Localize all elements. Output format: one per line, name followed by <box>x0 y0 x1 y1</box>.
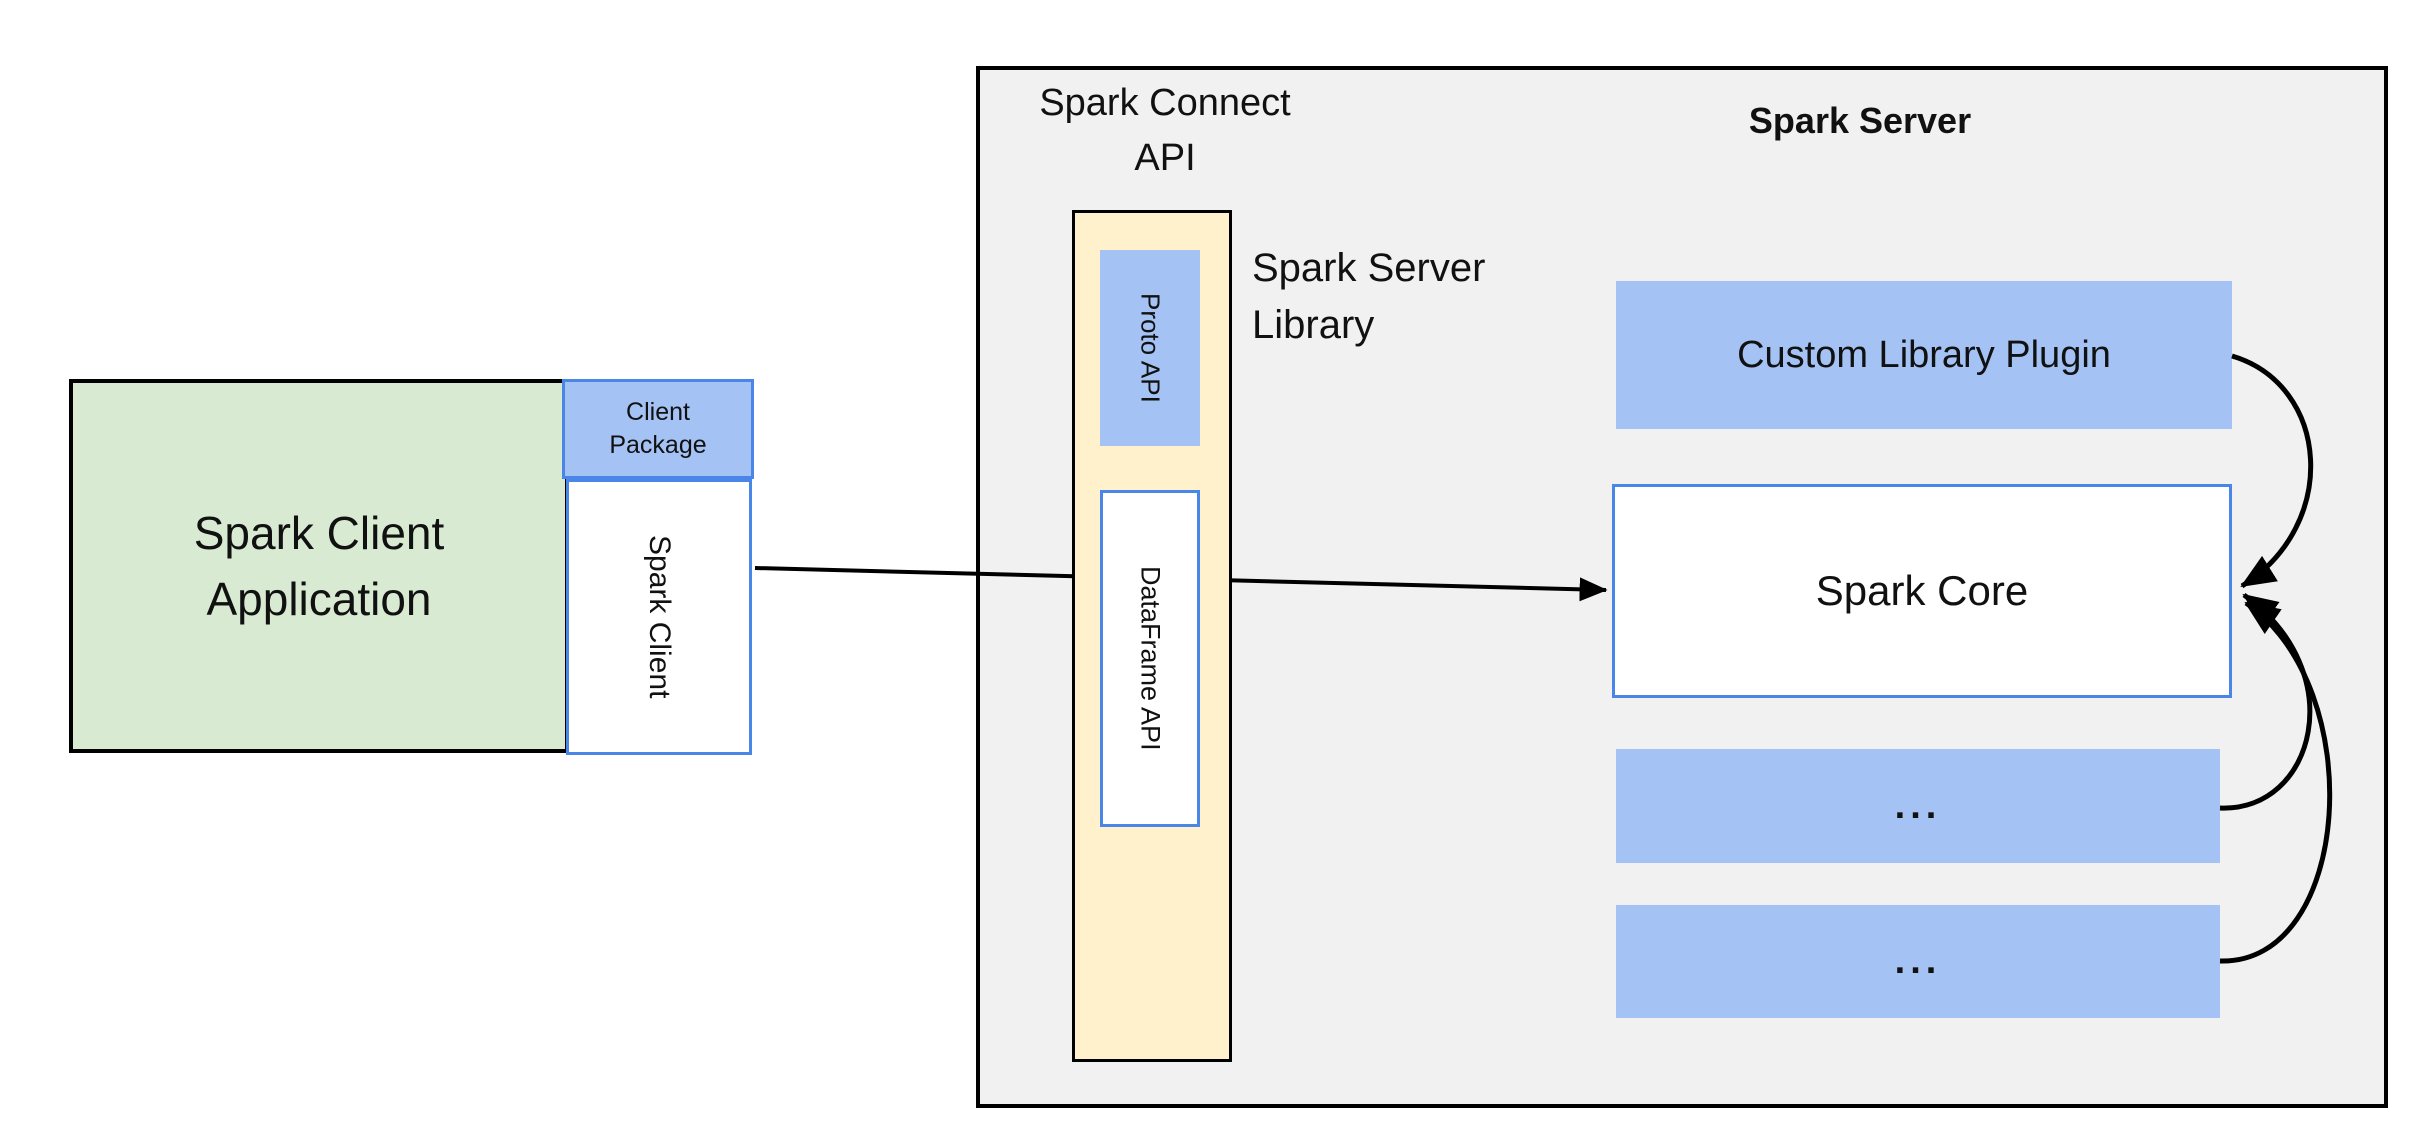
more-plugins-label-2: ... <box>1894 940 1942 982</box>
spark-client-application-label-line2: Application <box>206 573 432 625</box>
spark-client-box: Spark Client <box>566 479 752 755</box>
spark-server-title: Spark Server <box>1748 100 1972 141</box>
custom-library-plugin-box: Custom Library Plugin <box>1616 281 2232 429</box>
spark-server-library-label: Spark Server Library <box>1252 240 1582 354</box>
spark-server-library-label-line1: Spark Server <box>1252 246 1486 290</box>
dataframe-api-label: DataFrame API <box>1135 566 1166 751</box>
spark-server-library-label-line2: Library <box>1252 303 1375 347</box>
spark-core-label: Spark Core <box>1815 567 2029 614</box>
client-package-label-line2: Package <box>609 431 707 459</box>
client-package-label: Client Package <box>609 396 706 462</box>
spark-client-application-box: Spark Client Application <box>69 379 569 753</box>
client-package-box: Client Package <box>562 379 754 479</box>
spark-connect-api-title: Spark Connect API <box>990 76 1340 186</box>
spark-connect-api-title-line2: API <box>1134 137 1196 179</box>
spark-connect-api-title-line1: Spark Connect <box>1039 82 1291 124</box>
client-package-label-line1: Client <box>626 398 690 426</box>
proto-api-box: Proto API <box>1100 250 1200 446</box>
spark-core-box: Spark Core <box>1612 484 2232 698</box>
spark-client-application-label-line1: Spark Client <box>193 507 445 559</box>
more-plugins-box-2: ... <box>1616 905 2220 1018</box>
dataframe-api-box: DataFrame API <box>1100 490 1200 827</box>
custom-library-plugin-label: Custom Library Plugin <box>1737 333 2111 376</box>
more-plugins-box-1: ... <box>1616 749 2220 863</box>
spark-client-label: Spark Client <box>643 535 676 699</box>
more-plugins-label-1: ... <box>1894 784 1942 827</box>
proto-api-label: Proto API <box>1135 293 1166 403</box>
spark-client-application-label: Spark Client Application <box>194 500 445 632</box>
